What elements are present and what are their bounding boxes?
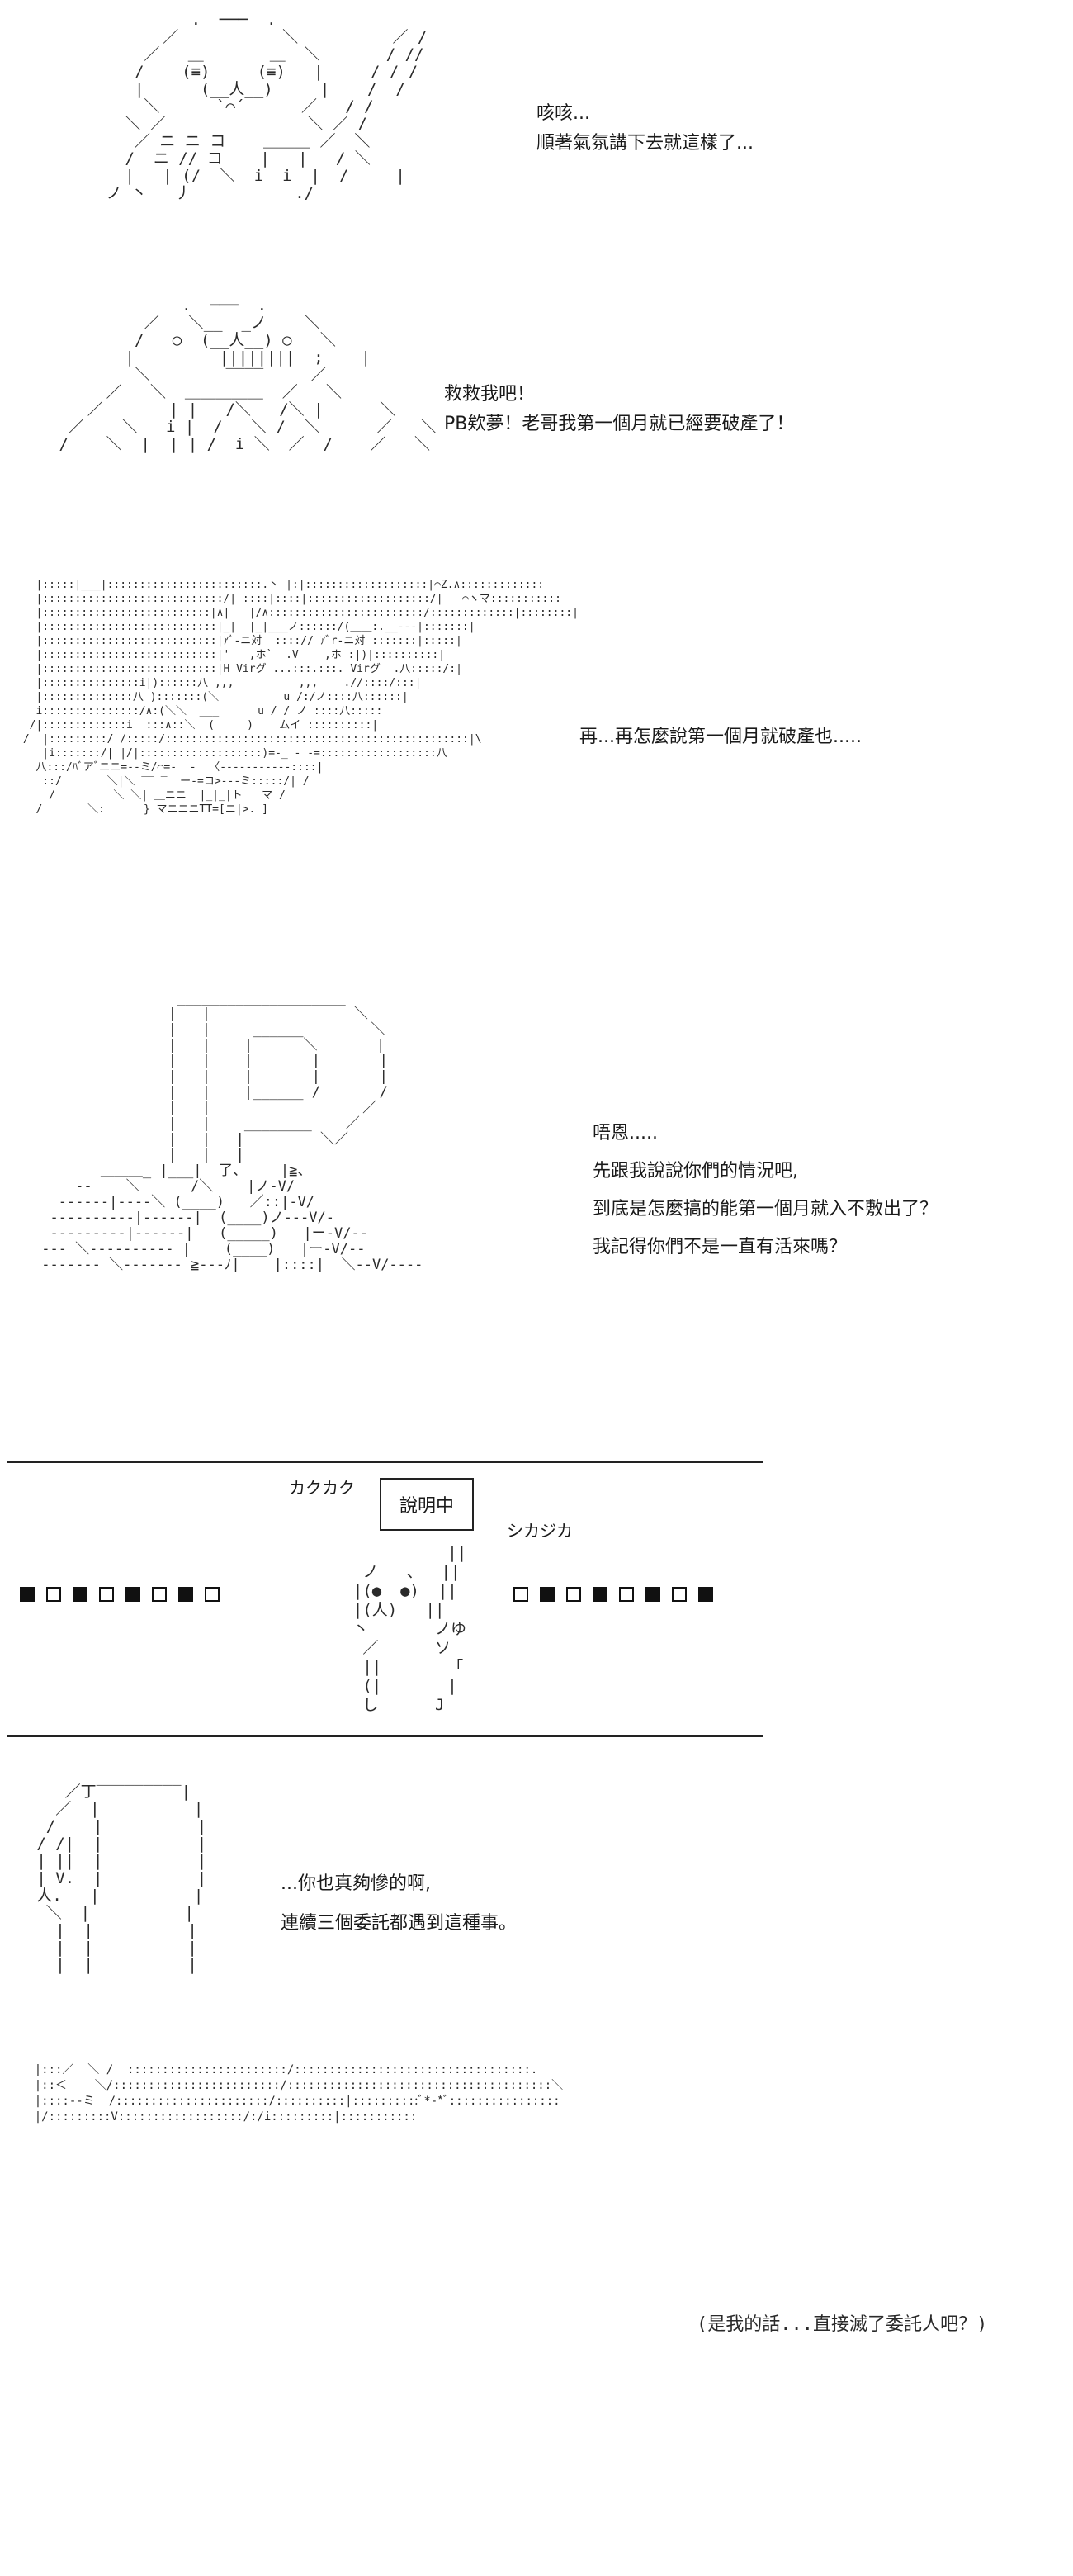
dialogue-line: 咳咳... — [536, 103, 590, 124]
character-art-wall-silhouette: ／丁‾‾‾‾‾‾‾‾‾| ／ | | / | | / /| | | | || |… — [36, 1783, 207, 1974]
dialogue-1: 咳咳... 順著氣氛講下去就這樣了... — [536, 99, 754, 159]
sfx-left: カクカク — [289, 1478, 355, 1498]
panel-2: . ─── . ／ ＼__ _ノ ＼ / ○ (__人__) ○ ＼ | |||… — [0, 272, 1073, 553]
character-art-dense-sleeping: |:::／ ＼ / :::::::::::::::::::::::/::::::… — [7, 2062, 988, 2335]
character-art-hooded-with-sword: . ─── . ／ ＼ ／ / ／ ＿ ＿ ＼ / // / (≡) (≡) |… — [106, 11, 428, 202]
dialogue-line: 先跟我說說你們的情況吧, — [593, 1161, 798, 1181]
open-square-icon — [46, 1587, 61, 1602]
filled-square-icon — [645, 1587, 660, 1602]
panel-7: |:::／ ＼ / :::::::::::::::::::::::/::::::… — [0, 2056, 1073, 2576]
character-art-dense-sweating: |:::::|___|::::::::::::::::::::::::.丶 |:… — [22, 579, 579, 816]
sfx-right: シカジカ — [507, 1521, 573, 1541]
filled-square-icon — [125, 1587, 140, 1602]
character-art-small-holding-sign: || ノ 、 || |(● ●) || |(人) || 丶 ノゆ ／ ソ || … — [352, 1544, 467, 1714]
panel-1: . ─── . ／ ＼ ／ / ／ ＿ ＿ ＼ / // / (≡) (≡) |… — [0, 0, 1073, 272]
squares-right — [513, 1587, 713, 1602]
character-art-large-p: ____________________ | | ＼ | | ______ ＼ … — [41, 990, 423, 1273]
open-square-icon — [619, 1587, 634, 1602]
open-square-icon — [513, 1587, 528, 1602]
filled-square-icon — [540, 1587, 555, 1602]
dialogue-7: (是我的話...直接滅了委託人吧？) — [697, 2310, 987, 2340]
dialogue-line: 我記得你們不是一直有活來嗎？ — [593, 1237, 848, 1257]
panel-6: ／丁‾‾‾‾‾‾‾‾‾| ／ | | / | | / /| | | | || |… — [0, 1775, 1073, 2039]
dialogue-3: 再...再怎麼說第一個月就破產也..... — [579, 722, 862, 752]
dialogue-line: 連續三個委託都遇到這種事。 — [281, 1913, 518, 1934]
open-square-icon — [152, 1587, 167, 1602]
filled-square-icon — [698, 1587, 713, 1602]
open-square-icon — [205, 1587, 220, 1602]
explaining-sign: 說明中 — [380, 1478, 475, 1531]
dialogue-2: 救救我吧！ PB欸夢！老哥我第一個月就已經要破產了！ — [444, 380, 794, 439]
filled-square-icon — [73, 1587, 87, 1602]
panel-5: カクカク 說明中 シカジカ || ノ 、 || |(● ●) || |(人) |… — [0, 1445, 1073, 1742]
dialogue-line: 唔恩..... — [593, 1123, 658, 1144]
character-art-skeleton-face: . ─── . ／ ＼__ _ノ ＼ / ○ (__人__) ○ ＼ | |||… — [59, 296, 437, 453]
dialogue-line: 到底是怎麼搞的能第一個月就入不敷出了？ — [593, 1199, 938, 1219]
dialogue-line: PB欸夢！老哥我第一個月就已經要破產了！ — [444, 414, 795, 434]
filled-square-icon — [178, 1587, 193, 1602]
divider-top — [7, 1461, 763, 1463]
filled-square-icon — [20, 1587, 35, 1602]
filled-square-icon — [593, 1587, 607, 1602]
dialogue-line: 救救我吧！ — [444, 384, 536, 405]
dialogue-line: 順著氣氛講下去就這樣了... — [536, 133, 754, 154]
dialogue-4: 唔恩..... 先跟我說說你們的情況吧, 到底是怎麼搞的能第一個月就入不敷出了？… — [593, 1115, 938, 1267]
open-square-icon — [672, 1587, 687, 1602]
dialogue-line: 再...再怎麼說第一個月就破產也..... — [579, 727, 862, 747]
panel-3: |:::::|___|::::::::::::::::::::::::.丶 |:… — [0, 570, 1073, 966]
dialogue-line: ...你也真夠慘的啊, — [281, 1873, 431, 1894]
dialogue-line: (是我的話...直接滅了委託人吧？) — [697, 2314, 988, 2335]
panel-4: ____________________ | | ＼ | | ______ ＼ … — [0, 983, 1073, 1445]
squares-left — [20, 1587, 220, 1602]
divider-bottom — [7, 1735, 763, 1737]
open-square-icon — [566, 1587, 581, 1602]
open-square-icon — [99, 1587, 114, 1602]
dialogue-6: ...你也真夠慘的啊, 連續三個委託都遇到這種事。 — [281, 1864, 517, 1944]
